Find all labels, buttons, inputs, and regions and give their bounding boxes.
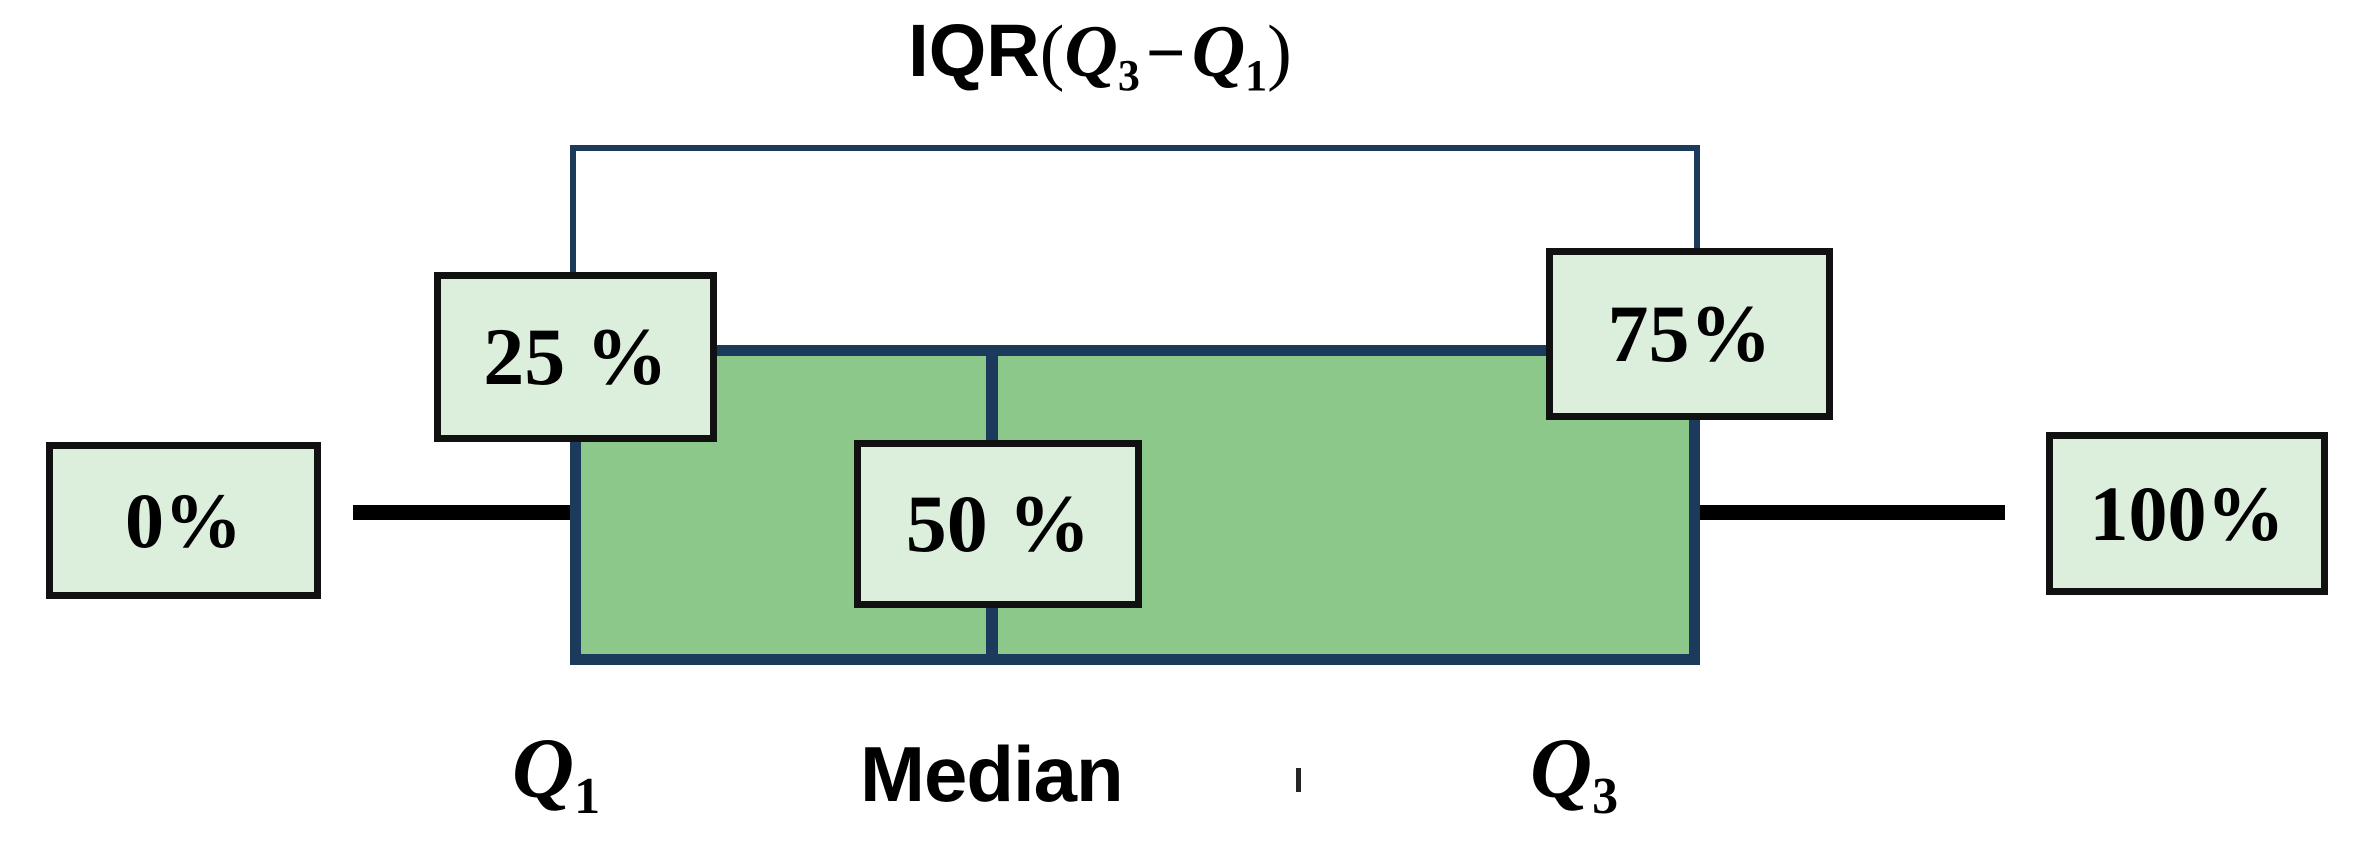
axis-label-q3-letter: Q — [1530, 720, 1593, 816]
axis-label-q1: Q1 — [512, 725, 600, 823]
tag-100-percent: 100% — [2046, 432, 2328, 595]
lower-whisker — [353, 505, 585, 520]
iqr-title: IQR(Q3−Q1) — [780, 14, 1420, 98]
iqr-title-word: IQR — [908, 9, 1040, 92]
axis-label-q3: Q3 — [1530, 725, 1618, 823]
tag-25-percent: 25 % — [434, 272, 717, 442]
axis-label-q1-letter: Q — [512, 720, 575, 816]
iqr-bracket-top-line — [570, 145, 1700, 151]
tag-50-percent: 50 % — [854, 440, 1142, 608]
tag-75-percent: 75% — [1546, 248, 1833, 420]
axis-label-median: Median — [860, 730, 1124, 818]
iqr-title-q1: Q — [1191, 11, 1246, 93]
axis-label-q1-subscript: 1 — [574, 768, 601, 825]
axis-label-q3-subscript: 3 — [1592, 768, 1619, 825]
iqr-title-q1-subscript: 1 — [1245, 51, 1268, 100]
iqr-title-close-paren: ) — [1267, 11, 1292, 93]
tag-0-percent: 0% — [46, 442, 321, 599]
iqr-title-q3-subscript: 3 — [1117, 51, 1140, 100]
iqr-bracket-left-arm — [570, 145, 576, 350]
stray-mark — [1296, 768, 1301, 792]
iqr-title-open-paren: ( — [1039, 11, 1065, 93]
upper-whisker — [1690, 505, 2005, 520]
iqr-bracket-right-arm — [1694, 145, 1700, 350]
iqr-title-q3: Q — [1064, 11, 1118, 93]
iqr-title-minus: − — [1145, 15, 1186, 92]
